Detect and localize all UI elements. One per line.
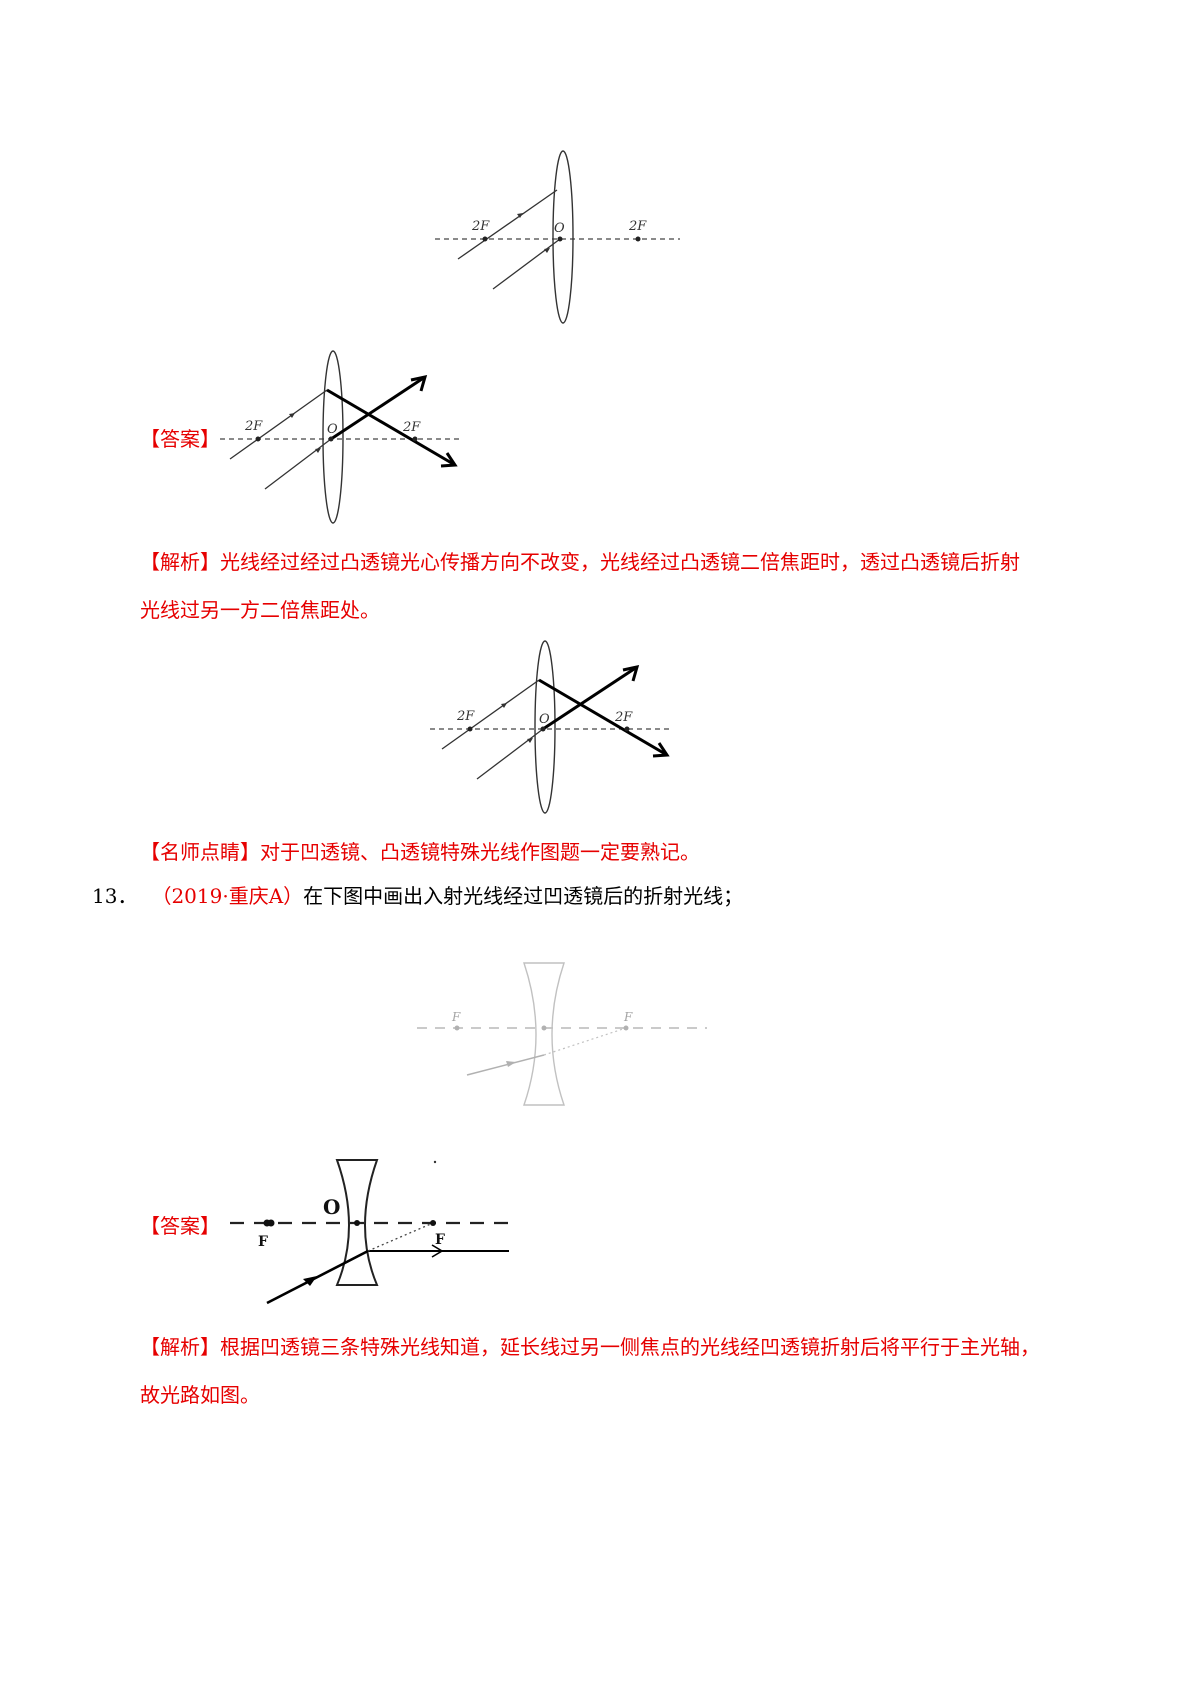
analysis-2-tag: 【解析】 (140, 1335, 220, 1359)
question-text: 在下图中画出入射光线经过凹透镜后的折射光线； (303, 884, 744, 908)
answer-2-label-o: O (323, 1195, 340, 1219)
analysis-convex-lens-figure: 2F O 2F (430, 640, 670, 814)
analysis-tag: 【解析】 (140, 550, 220, 574)
label-o: O (554, 221, 565, 236)
analysis-line-1: 光线经过经过凸透镜光心传播方向不改变，光线经过凸透镜二倍焦距时，透过凸透镜后折射 (220, 550, 1020, 574)
teacher-tip: 【名师点睛】对于凹透镜、凸透镜特殊光线作图题一定要熟记。 (140, 838, 700, 866)
analysis-2-line-2: 故光路如图。 (140, 1383, 260, 1407)
analysis-line-2: 光线过另一方二倍焦距处。 (140, 598, 380, 622)
answer-convex-lens-figure: 2F O 2F (220, 350, 460, 524)
analysis-2-line-1: 根据凹透镜三条特殊光线知道，延长线过另一侧焦点的光线经凹透镜折射后将平行于主光轴… (220, 1335, 1040, 1359)
answer-tag: 【答案】 (140, 427, 220, 451)
tip-tag: 【名师点睛】 (140, 840, 260, 864)
concave-lens-figure: F F (417, 962, 707, 1106)
question-source: （2019·重庆A） (151, 884, 304, 908)
analysis-label-2f-left: 2F (456, 709, 475, 724)
label-2f-right: 2F (628, 219, 647, 234)
analysis-label-2f-right: 2F (614, 710, 633, 725)
answer-2-label-f-right: F (435, 1232, 445, 1248)
analysis-label-o: O (539, 712, 550, 727)
answer-2-label-f-left: F (258, 1234, 268, 1250)
answer-2-tag: 【答案】 (140, 1214, 220, 1238)
fig3-label-f-left: F (451, 1010, 461, 1024)
answer-label-o: O (327, 422, 338, 437)
answer-label-2f-right: 2F (402, 420, 421, 435)
question-number: 13． (92, 884, 138, 908)
tip-text: 对于凹透镜、凸透镜特殊光线作图题一定要熟记。 (260, 840, 700, 864)
answer-concave-lens-figure: O F F (230, 1159, 515, 1305)
fig3-label-f-right: F (623, 1010, 633, 1024)
question-13: 13． （2019·重庆A）在下图中画出入射光线经过凹透镜后的折射光线； (92, 882, 743, 910)
label-2f-left: 2F (471, 219, 490, 234)
analysis-2-text: 【解析】根据凹透镜三条特殊光线知道，延长线过另一侧焦点的光线经凹透镜折射后将平行… (140, 1333, 1040, 1361)
answer-label-2f-left: 2F (244, 419, 263, 434)
analysis-text: 【解析】光线经过经过凸透镜光心传播方向不改变，光线经过凸透镜二倍焦距时，透过凸透… (140, 548, 1020, 576)
convex-lens-figure: 2F O 2F (435, 150, 680, 324)
